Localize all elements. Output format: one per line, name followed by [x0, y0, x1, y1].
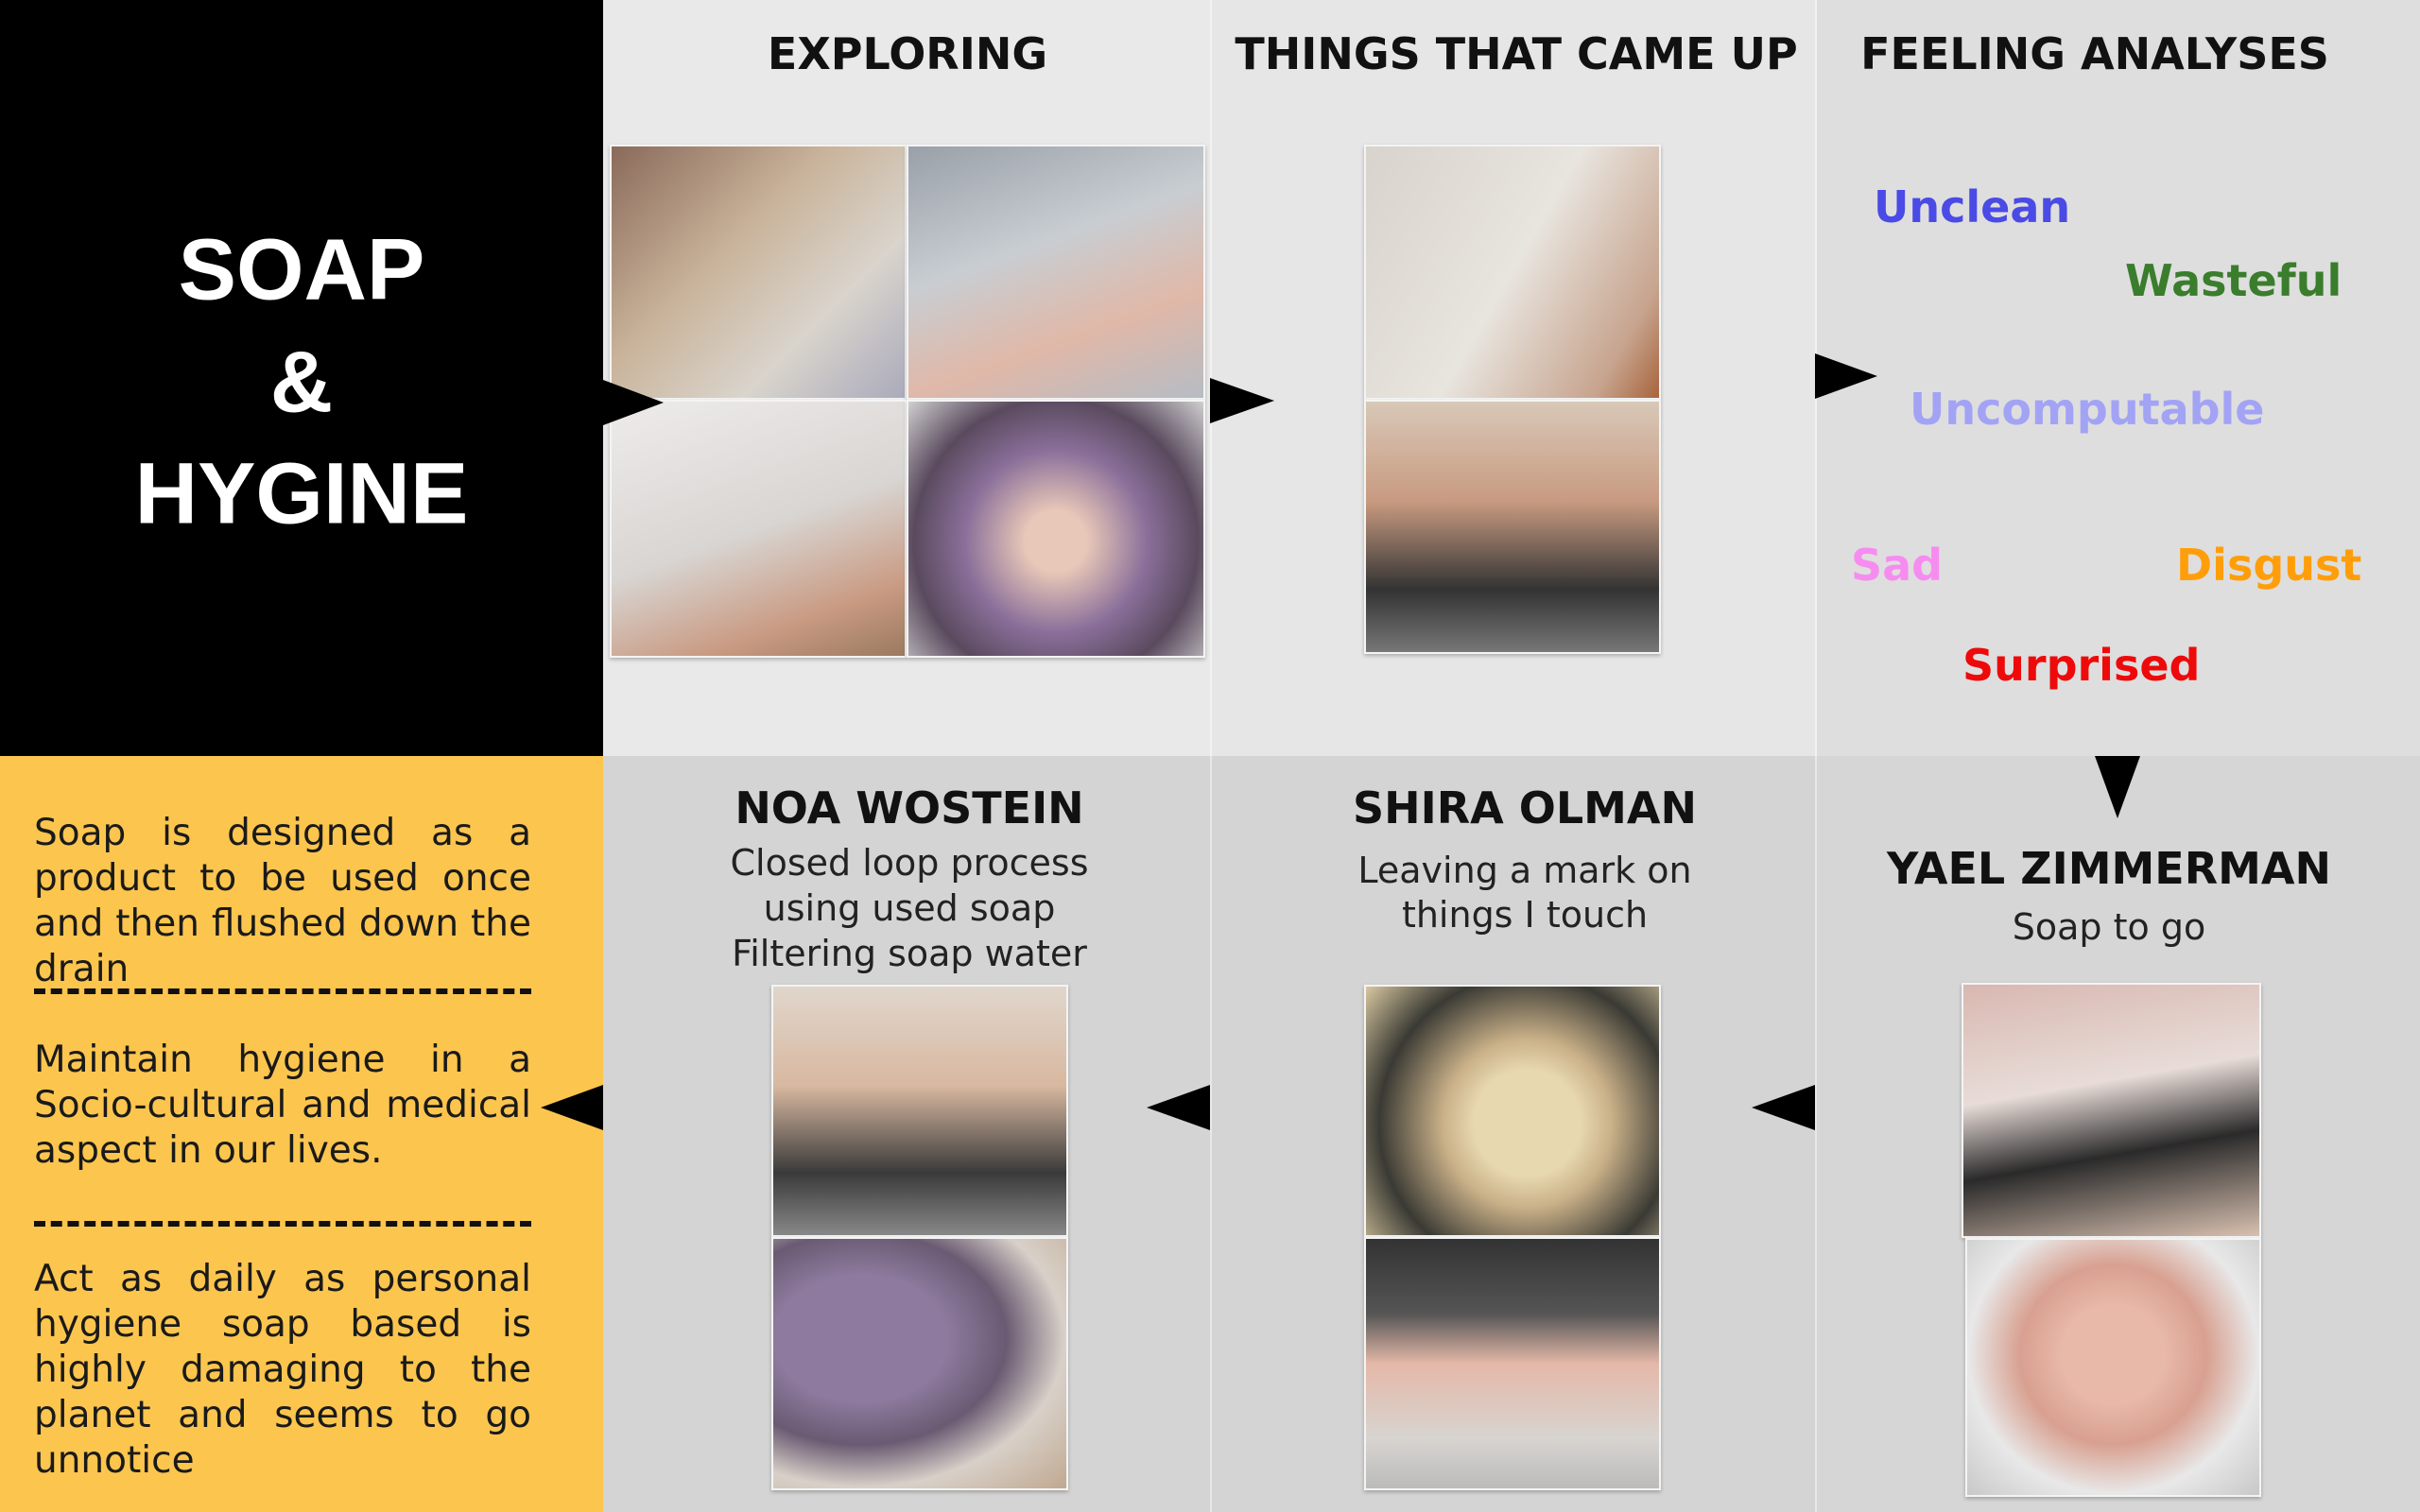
insight-2: Maintain hygiene in a Socio-cultural and… [34, 1039, 531, 1172]
feelings-heading: FEELING ANALYSES [1860, 28, 2329, 79]
exploring-heading: EXPLORING [767, 28, 1048, 79]
title-panel [0, 0, 603, 756]
title-line-1: SOAP [178, 221, 425, 318]
photo-flush-button [610, 400, 907, 658]
photo-soap-mark [1364, 145, 1661, 400]
photo-railing-hand [610, 145, 907, 400]
arrow-left-icon [541, 1085, 603, 1130]
photo-yael-hands [1965, 1238, 2261, 1497]
photo-keypad [907, 145, 1205, 400]
title-line-3: HYGINE [134, 445, 469, 542]
photo-kitchen-hands [1364, 400, 1661, 654]
shira-line-2: things I touch [1401, 894, 1649, 936]
arrow-right-icon [603, 380, 664, 425]
feeling-surprised: Surprised [1962, 640, 2201, 691]
insight-1: Soap is designed as a product to be used… [34, 812, 531, 990]
divider-2 [34, 1221, 531, 1227]
noa-line-2: using used soap [763, 887, 1056, 929]
shira-line-1: Leaving a mark on [1357, 850, 1692, 891]
feeling-uncomputable: Uncomputable [1910, 384, 2265, 435]
arrow-right-icon [1815, 353, 1877, 399]
insight-3: Act as daily as personal hygiene soap ba… [34, 1258, 531, 1482]
feeling-wasteful: Wasteful [2125, 255, 2342, 306]
noa-name: NOA WOSTEIN [735, 782, 1084, 833]
divider-1 [34, 988, 531, 994]
noa-line-3: Filtering soap water [732, 933, 1087, 974]
photo-shira-leg [1364, 1237, 1661, 1490]
arrow-left-icon [1147, 1085, 1210, 1130]
noa-line-1: Closed loop process [730, 842, 1089, 884]
things-heading: THINGS THAT CAME UP [1235, 28, 1798, 79]
photo-yael-toilet [1962, 983, 2261, 1238]
title-line-2: & [269, 334, 334, 431]
insights-panel [0, 756, 603, 1512]
arrow-down-icon [2095, 756, 2140, 818]
photo-noa-kitchen [771, 985, 1068, 1237]
yael-line-1: Soap to go [2012, 906, 2206, 948]
feeling-unclean: Unclean [1874, 181, 2071, 232]
feeling-disgust: Disgust [2176, 540, 2362, 591]
shira-name: SHIRA OLMAN [1352, 782, 1698, 833]
photo-washing-bowl [907, 400, 1205, 658]
photo-noa-bowl [771, 1237, 1068, 1490]
arrow-left-icon [1752, 1085, 1815, 1130]
arrow-right-icon [1210, 378, 1274, 423]
feeling-sad: Sad [1851, 540, 1944, 591]
yael-name: YAEL ZIMMERMAN [1887, 843, 2331, 894]
photo-shira-potato [1364, 985, 1661, 1237]
